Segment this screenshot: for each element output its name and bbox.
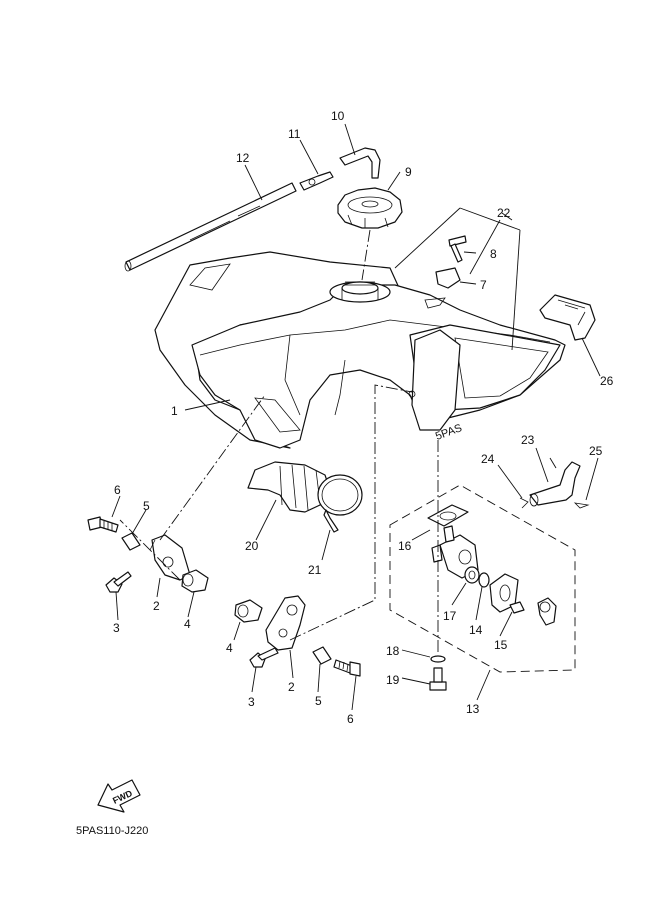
- callout-23: 23: [521, 433, 535, 447]
- callout-7: 7: [480, 278, 487, 292]
- callout-26: 26: [600, 374, 614, 388]
- callout-13: 13: [466, 702, 480, 716]
- callout-2b: 2: [288, 680, 295, 694]
- callout-1: 1: [171, 404, 178, 418]
- fuel-tank: 5PAS: [154, 251, 566, 449]
- callout-21: 21: [308, 563, 322, 577]
- callout-4a: 4: [184, 617, 191, 631]
- fuel-cock-assembly: [389, 484, 576, 673]
- callout-6a: 6: [114, 483, 121, 497]
- callout-5b: 5: [315, 694, 322, 708]
- drawing-code: 5PAS110-J220: [76, 825, 148, 837]
- callout-10: 10: [331, 109, 345, 123]
- callout-22: 22: [497, 206, 511, 220]
- callout-24: 24: [481, 452, 495, 466]
- callout-4b: 4: [226, 641, 233, 655]
- callout-20: 20: [245, 539, 259, 553]
- breather-hose: [339, 147, 381, 179]
- callouts: 1 2 2 3 3 4 4 5 5 6 6 7 8 9 10 11 12 13 …: [113, 109, 614, 726]
- callout-6b: 6: [347, 712, 354, 726]
- callout-9: 9: [405, 165, 412, 179]
- callout-11: 11: [288, 127, 301, 141]
- band-21: [317, 474, 363, 533]
- callout-25: 25: [589, 444, 603, 458]
- fuel-cap: [337, 187, 403, 229]
- callout-3a: 3: [113, 621, 120, 635]
- center-lines: [119, 229, 439, 655]
- callout-18: 18: [386, 644, 400, 658]
- callout-2a: 2: [153, 599, 160, 613]
- washer-18: [430, 655, 446, 663]
- hose: [124, 182, 297, 272]
- clip-25: [573, 502, 590, 509]
- callout-16: 16: [398, 539, 412, 553]
- cover-26: [539, 294, 596, 341]
- damper-20: [247, 461, 331, 513]
- callout-17: 17: [443, 609, 457, 623]
- fwd-arrow-icon: FWD: [97, 779, 141, 813]
- bolt-19: [429, 667, 447, 691]
- damper-7: [435, 267, 461, 289]
- callout-8: 8: [490, 247, 497, 261]
- fuel-hose-23: [529, 461, 581, 507]
- callout-19: 19: [386, 673, 400, 687]
- callout-3b: 3: [248, 695, 255, 709]
- clip-24: [519, 497, 529, 509]
- callout-5a: 5: [143, 499, 150, 513]
- bracket-group-left: [87, 516, 209, 593]
- leader-lines: [111, 123, 601, 711]
- callout-14: 14: [469, 623, 483, 637]
- check-valve: [299, 171, 334, 191]
- bracket-group-right: [234, 595, 361, 677]
- bolt-8: [448, 235, 467, 263]
- callout-12: 12: [236, 151, 250, 165]
- callout-15: 15: [494, 638, 508, 652]
